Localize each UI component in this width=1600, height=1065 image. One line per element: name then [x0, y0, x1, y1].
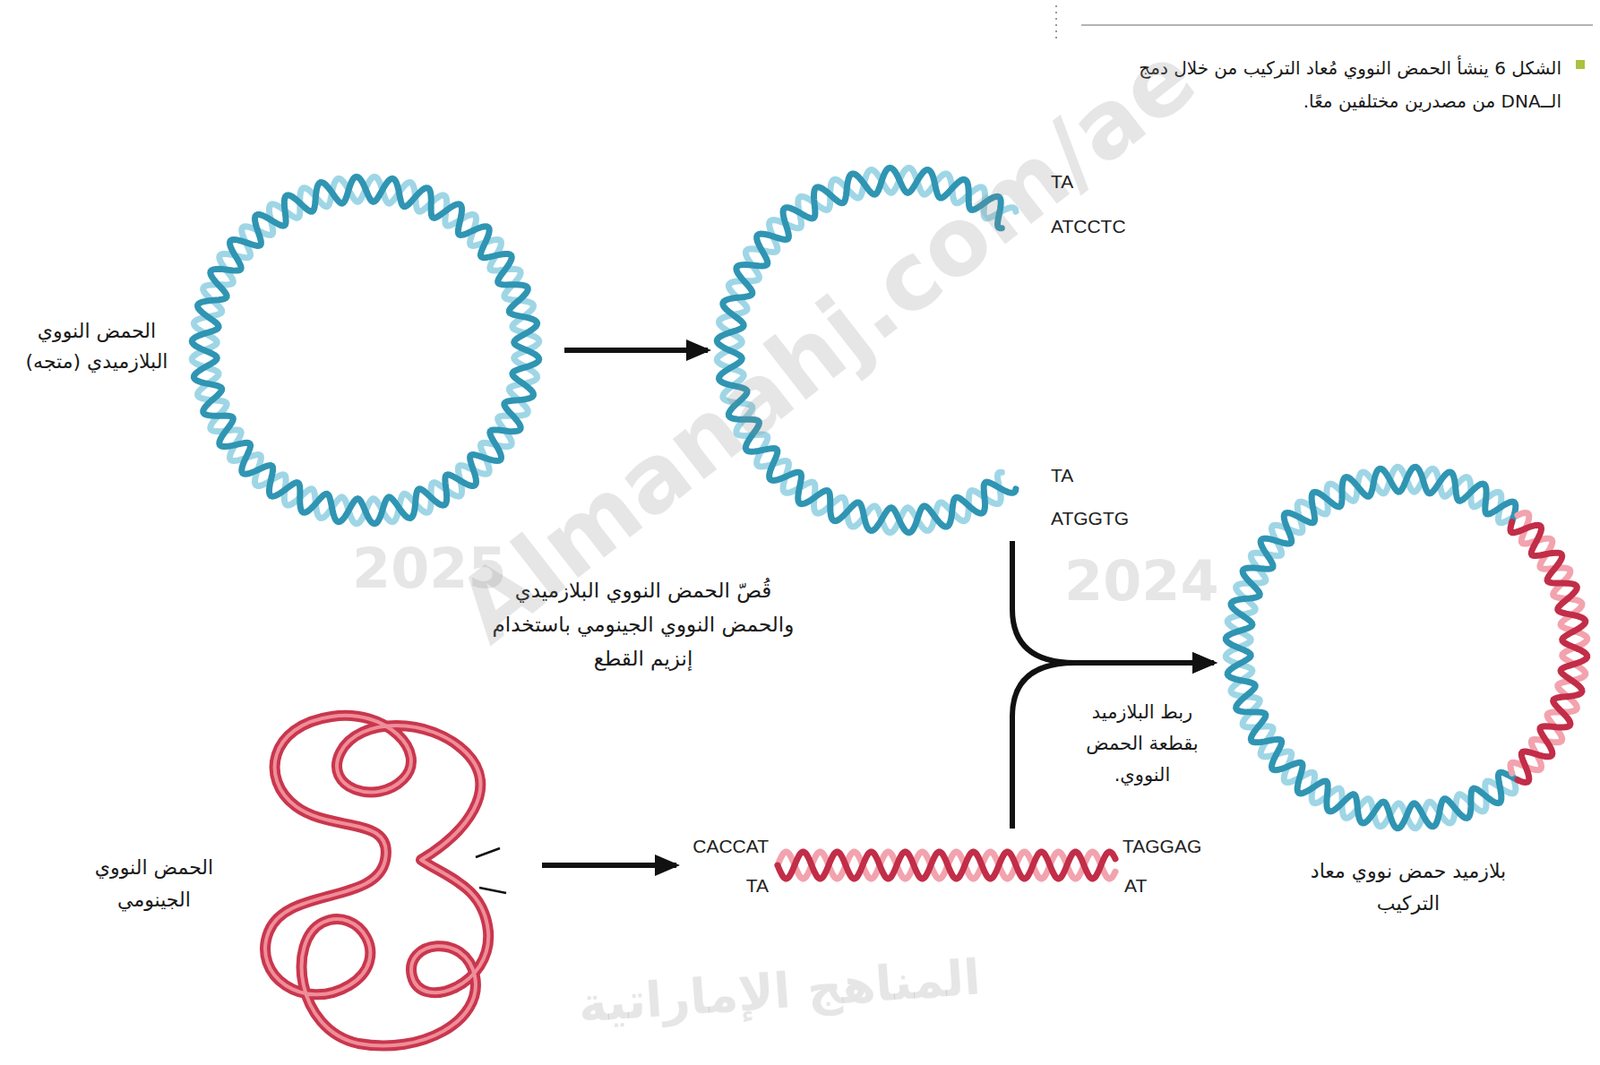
recombinant-plasmid-node: بلازميد حمض نووي معاد التركيب	[1213, 458, 1595, 934]
dna-fragment-helix	[777, 851, 1116, 879]
genomic-dna-node: الحمض النووي الجينومي	[76, 704, 542, 1056]
genomic-label: الحمض النووي الجينومي	[77, 851, 231, 917]
recombinant-label: بلازميد حمض نووي معاد التركيب	[1307, 855, 1509, 921]
sticky-end-sequence: ATGGTG	[1050, 506, 1129, 532]
cut-mark	[479, 887, 507, 894]
sticky-end-sequence: AT	[1124, 873, 1147, 899]
watermark: المناهج الإماراتية	[535, 946, 1023, 1037]
recombinant-plasmid-helix	[1225, 466, 1518, 828]
sticky-end-sequence: TAGGAG	[1122, 834, 1202, 860]
tangle-strand-dark	[265, 715, 489, 1047]
arrow-label: ربط البلازميد بقطعة الحمض النووي.	[1070, 696, 1214, 792]
process-arrow	[564, 347, 708, 353]
process-arrow	[541, 862, 677, 869]
dna-fragment-helix	[777, 851, 1116, 879]
dna-fragment-node: CACCAT TA TAGGAG AT	[676, 828, 1223, 905]
cut-mark	[475, 848, 500, 858]
cut-plasmid-node: TA ATCCTC TA ATGGTG	[707, 161, 1133, 542]
plasmid-helix	[191, 176, 539, 524]
watermark: 2024	[1064, 548, 1217, 614]
inserted-dna-helix	[1510, 522, 1588, 783]
tangle-strand-light	[265, 715, 489, 1047]
sticky-end-sequence: CACCAT	[676, 834, 769, 860]
process-arrow	[1012, 662, 1214, 829]
watermark: 2025	[352, 535, 505, 602]
plasmid-label: الحمض النووي البلازميدي (متجه)	[15, 316, 179, 378]
genomic-dna-tangle	[265, 715, 489, 1047]
sticky-end-sequence: TA	[1050, 463, 1074, 489]
caption-bullet	[1575, 60, 1585, 69]
sticky-end-sequence: TA	[1050, 169, 1074, 195]
plasmid-helix	[191, 176, 539, 524]
plasmid-node: الحمض النووي البلازميدي (متجه)	[15, 174, 565, 534]
dotted-rule	[1055, 5, 1058, 42]
sticky-end-sequence: ATCCTC	[1050, 214, 1127, 240]
recombinant-plasmid-helix	[1225, 466, 1518, 828]
sticky-end-sequence: TA	[676, 873, 769, 899]
